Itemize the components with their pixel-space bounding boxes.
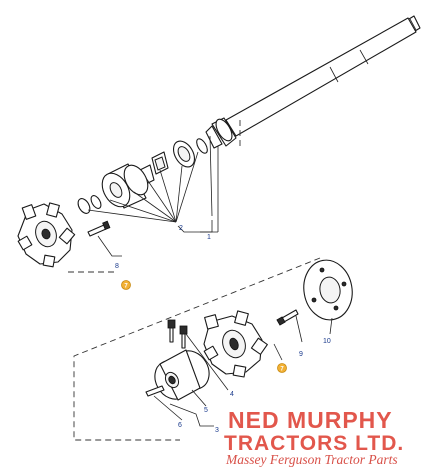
square-washer-upper[interactable] <box>151 151 169 175</box>
brand-watermark: NED MURPHY TRACTORS LTD. Massey Ferguson… <box>224 407 404 467</box>
bearing[interactable] <box>169 137 199 170</box>
callout-9[interactable]: 9 <box>299 351 303 358</box>
drive-shaft[interactable] <box>205 15 421 149</box>
bolt-lower-left[interactable] <box>167 319 176 343</box>
callout-3[interactable]: 3 <box>215 427 219 434</box>
coupling-lower[interactable] <box>203 310 268 378</box>
note-badge-lower-label: 7 <box>280 367 284 373</box>
key[interactable] <box>145 385 165 397</box>
callout-1[interactable]: 1 <box>207 234 211 241</box>
sleeve[interactable] <box>97 161 153 211</box>
assembly-outline <box>68 120 321 441</box>
flange-plate[interactable] <box>299 256 357 323</box>
washer-small[interactable] <box>76 194 103 215</box>
callout-2[interactable]: 2 <box>179 225 183 232</box>
note-badge-upper[interactable]: 7 <box>121 280 131 290</box>
callout-10[interactable]: 10 <box>323 338 331 345</box>
callout-8[interactable]: 8 <box>115 263 119 270</box>
callout-4[interactable]: 4 <box>230 391 234 398</box>
brand-name-line2: TRACTORS LTD. <box>224 432 404 455</box>
leader-lines-lower <box>153 315 333 427</box>
callout-5[interactable]: 5 <box>204 407 208 414</box>
bolt-lower-right[interactable] <box>179 325 188 349</box>
note-badge-lower[interactable]: 7 <box>277 363 287 373</box>
bolt-9[interactable] <box>276 309 299 326</box>
brand-tagline: Massey Ferguson Tractor Parts <box>225 452 398 467</box>
o-ring[interactable] <box>195 137 210 155</box>
bolt-upper[interactable] <box>87 220 111 237</box>
note-badge-upper-label: 7 <box>124 284 128 290</box>
leader-lines-upper <box>87 135 219 257</box>
coupling-upper[interactable] <box>17 202 76 268</box>
brand-name-line1: NED MURPHY <box>228 407 393 433</box>
callout-6[interactable]: 6 <box>178 422 182 429</box>
